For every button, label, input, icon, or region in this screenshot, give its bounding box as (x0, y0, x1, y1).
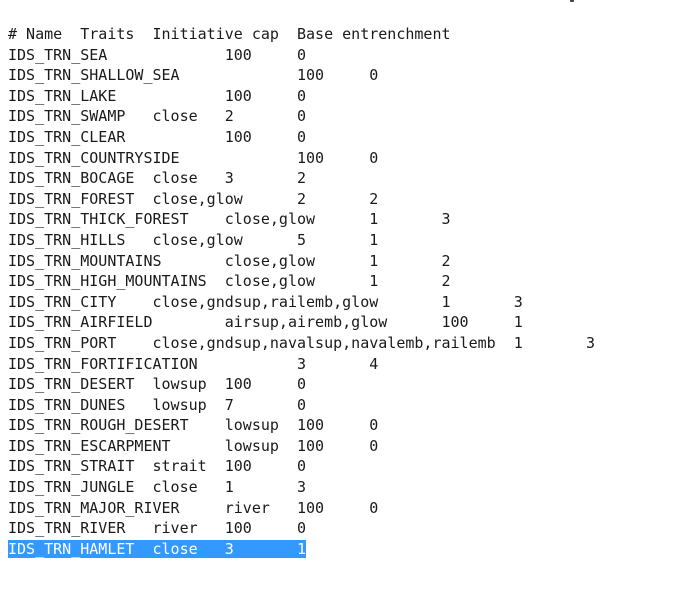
line-text: IDS_TRN_HIGH_MOUNTAINS close,glow 1 2 (8, 272, 451, 291)
selected-line[interactable]: IDS_TRN_HAMLET close 3 1 (8, 539, 307, 560)
text-line: IDS_TRN_DUNES lowsup 7 0 (8, 395, 678, 416)
text-line: IDS_TRN_THICK_FOREST close,glow 1 3 (8, 209, 678, 230)
text-line: IDS_TRN_MAJOR_RIVER river 100 0 (8, 498, 678, 519)
line-text: IDS_TRN_FOREST close,glow 2 2 (8, 189, 379, 208)
text-line: IDS_TRN_FOREST close,glow 2 2 (8, 189, 678, 210)
text-line: IDS_TRN_MOUNTAINS close,glow 1 2 (8, 251, 678, 272)
text-line: IDS_TRN_CITY close,gndsup,railemb,glow 1… (8, 292, 678, 313)
line-text: IDS_TRN_ROUGH_DESERT lowsup 100 0 (8, 416, 379, 435)
text-line: IDS_TRN_ROUGH_DESERT lowsup 100 0 (8, 415, 678, 436)
line-text: IDS_TRN_HILLS close,glow 5 1 (8, 230, 379, 249)
top-edge (0, 0, 686, 6)
text-line: IDS_TRN_HILLS close,glow 5 1 (8, 230, 678, 251)
line-text: IDS_TRN_COUNTRYSIDE 100 0 (8, 148, 379, 167)
text-line: IDS_TRN_FORTIFICATION 3 4 (8, 354, 678, 375)
line-text: IDS_TRN_BOCAGE close 3 2 (8, 169, 307, 188)
line-text: IDS_TRN_MOUNTAINS close,glow 1 2 (8, 251, 451, 270)
line-text: IDS_TRN_FORTIFICATION 3 4 (8, 354, 379, 373)
text-line: IDS_TRN_SHALLOW_SEA 100 0 (8, 65, 678, 86)
header-text: # Name Traits Initiative cap Base entren… (8, 25, 451, 43)
text-line: IDS_TRN_CLEAR 100 0 (8, 127, 678, 148)
line-text: IDS_TRN_CLEAR 100 0 (8, 127, 307, 146)
text-line: IDS_TRN_STRAIT strait 100 0 (8, 456, 678, 477)
line-text: IDS_TRN_ESCARPMENT lowsup 100 0 (8, 436, 379, 455)
partial-glyph (570, 0, 574, 2)
text-line: IDS_TRN_HIGH_MOUNTAINS close,glow 1 2 (8, 271, 678, 292)
line-text: IDS_TRN_DESERT lowsup 100 0 (8, 375, 307, 394)
line-text: IDS_TRN_THICK_FOREST close,glow 1 3 (8, 210, 451, 229)
line-text: IDS_TRN_LAKE 100 0 (8, 86, 307, 105)
line-text: IDS_TRN_AIRFIELD airsup,airemb,glow 100 … (8, 313, 523, 332)
text-line: IDS_TRN_JUNGLE close 1 3 (8, 477, 678, 498)
line-text: IDS_TRN_RIVER river 100 0 (8, 519, 307, 538)
text-line: IDS_TRN_SEA 100 0 (8, 45, 678, 66)
text-line: IDS_TRN_AIRFIELD airsup,airemb,glow 100 … (8, 312, 678, 333)
line-text: IDS_TRN_JUNGLE close 1 3 (8, 478, 307, 497)
text-line: IDS_TRN_ESCARPMENT lowsup 100 0 (8, 436, 678, 457)
text-line: IDS_TRN_LAKE 100 0 (8, 86, 678, 107)
line-text: IDS_TRN_DUNES lowsup 7 0 (8, 395, 307, 414)
line-text: IDS_TRN_CITY close,gndsup,railemb,glow 1… (8, 292, 523, 311)
line-text: IDS_TRN_SWAMP close 2 0 (8, 107, 307, 126)
line-text: IDS_TRN_SEA 100 0 (8, 45, 307, 64)
text-line: IDS_TRN_COUNTRYSIDE 100 0 (8, 148, 678, 169)
line-text: IDS_TRN_MAJOR_RIVER river 100 0 (8, 498, 379, 517)
text-line: IDS_TRN_RIVER river 100 0 (8, 518, 678, 539)
text-line: IDS_TRN_SWAMP close 2 0 (8, 106, 678, 127)
text-line: IDS_TRN_BOCAGE close 3 2 (8, 168, 678, 189)
line-text: IDS_TRN_PORT close,gndsup,navalsup,naval… (8, 333, 595, 352)
text-content[interactable]: # Name Traits Initiative cap Base entren… (8, 24, 678, 563)
text-line: IDS_TRN_DESERT lowsup 100 0 (8, 374, 678, 395)
line-text: IDS_TRN_SHALLOW_SEA 100 0 (8, 66, 379, 85)
line-text: IDS_TRN_STRAIT strait 100 0 (8, 457, 307, 476)
text-line: IDS_TRN_PORT close,gndsup,navalsup,naval… (8, 333, 678, 354)
header-line: # Name Traits Initiative cap Base entren… (8, 24, 678, 45)
selected-text[interactable]: IDS_TRN_HAMLET close 3 1 (8, 539, 307, 558)
